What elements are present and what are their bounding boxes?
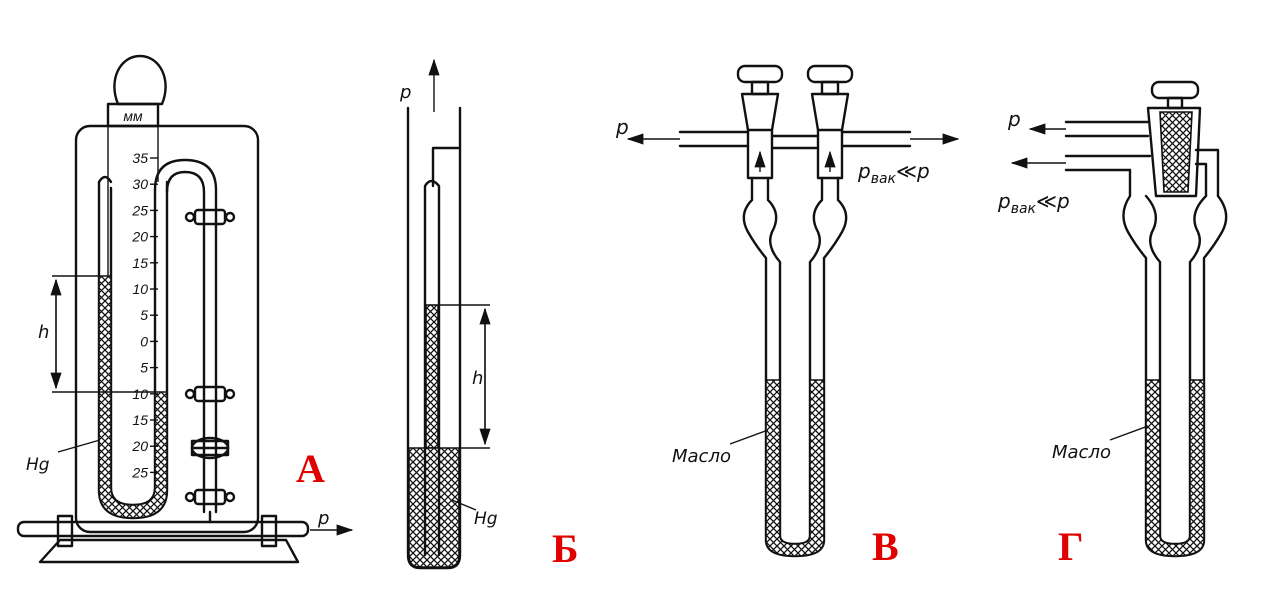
panel-v-oil-manometer-two-taps: p pвак≪p Масло В: [615, 64, 960, 569]
stopcock: [190, 436, 230, 460]
height-label: h: [472, 368, 483, 389]
side-arm-left: [678, 130, 750, 148]
connecting-tube-outer: [153, 158, 218, 514]
scale-tick-label: 10: [132, 281, 148, 297]
panel-g-oil-manometer-one-tap: p pвак≪p Масло Г: [997, 80, 1228, 569]
vacuum-label: pвак≪p: [997, 189, 1070, 217]
mercury-reservoir: [408, 447, 460, 568]
side-arm-right: [840, 130, 912, 148]
liquid-label: Hg: [26, 455, 50, 475]
board-knob: [113, 54, 167, 106]
liquid-label: Масло: [1052, 442, 1111, 463]
oil-column: [1145, 379, 1205, 557]
scale-tick-label: 35: [132, 150, 148, 166]
tube-clamps: [184, 208, 236, 506]
outer-tube: [406, 106, 462, 570]
panel-b-reservoir-manometer: p h Hg Б: [399, 58, 578, 571]
inlet-pipe: [16, 520, 310, 538]
stopcock-left: [736, 64, 784, 180]
oil-column: [765, 379, 825, 557]
mercury-inner-column: [425, 304, 439, 449]
connecting-tube-inner: [165, 170, 206, 514]
stopcock-right: [806, 64, 854, 180]
panel-letter-a: А: [296, 446, 325, 491]
scale-unit: мм: [123, 108, 143, 124]
pressure-label: p: [1007, 107, 1021, 131]
vacuum-label: pвак≪p: [857, 159, 930, 187]
pressure-label: p: [615, 115, 629, 139]
scale-header: [106, 102, 160, 128]
scale-tick-label: 0: [140, 333, 148, 349]
u-tube-outer: [1122, 168, 1228, 558]
side-arm-lower: [1064, 154, 1152, 172]
scale-tick-label: 5: [140, 360, 148, 376]
scale-tick-label: 10: [132, 386, 148, 402]
scale-tick-label: 30: [132, 176, 148, 192]
scale-tick-label: 20: [131, 438, 148, 454]
scale-tick-label: 5: [140, 307, 148, 323]
panel-letter-v: В: [872, 524, 899, 569]
height-label: h: [38, 322, 49, 343]
scale-tick-label: 15: [132, 412, 148, 428]
panel-letter-b: Б: [552, 526, 578, 571]
mounting-board: [74, 124, 260, 534]
inner-tube: [423, 179, 441, 450]
scale-tick-label: 20: [131, 229, 148, 245]
panel-letter-g: Г: [1058, 524, 1083, 569]
pressure-label: p: [317, 508, 329, 529]
side-arm-upper: [1064, 120, 1150, 138]
liquid-label: Hg: [474, 509, 498, 529]
scale-tick-label: 25: [131, 202, 148, 218]
scale-tick-label: 25: [131, 464, 148, 480]
pressure-label: p: [399, 82, 411, 103]
u-tube-outer: [742, 176, 848, 558]
three-way-stopcock: [1146, 80, 1202, 198]
liquid-label: Масло: [672, 446, 731, 467]
scale-tick-label: 15: [132, 255, 148, 271]
mm-scale: 35 30 25 20 15 10 5 0 5 10 15 20 25: [131, 150, 158, 480]
stand-base: [38, 538, 300, 564]
